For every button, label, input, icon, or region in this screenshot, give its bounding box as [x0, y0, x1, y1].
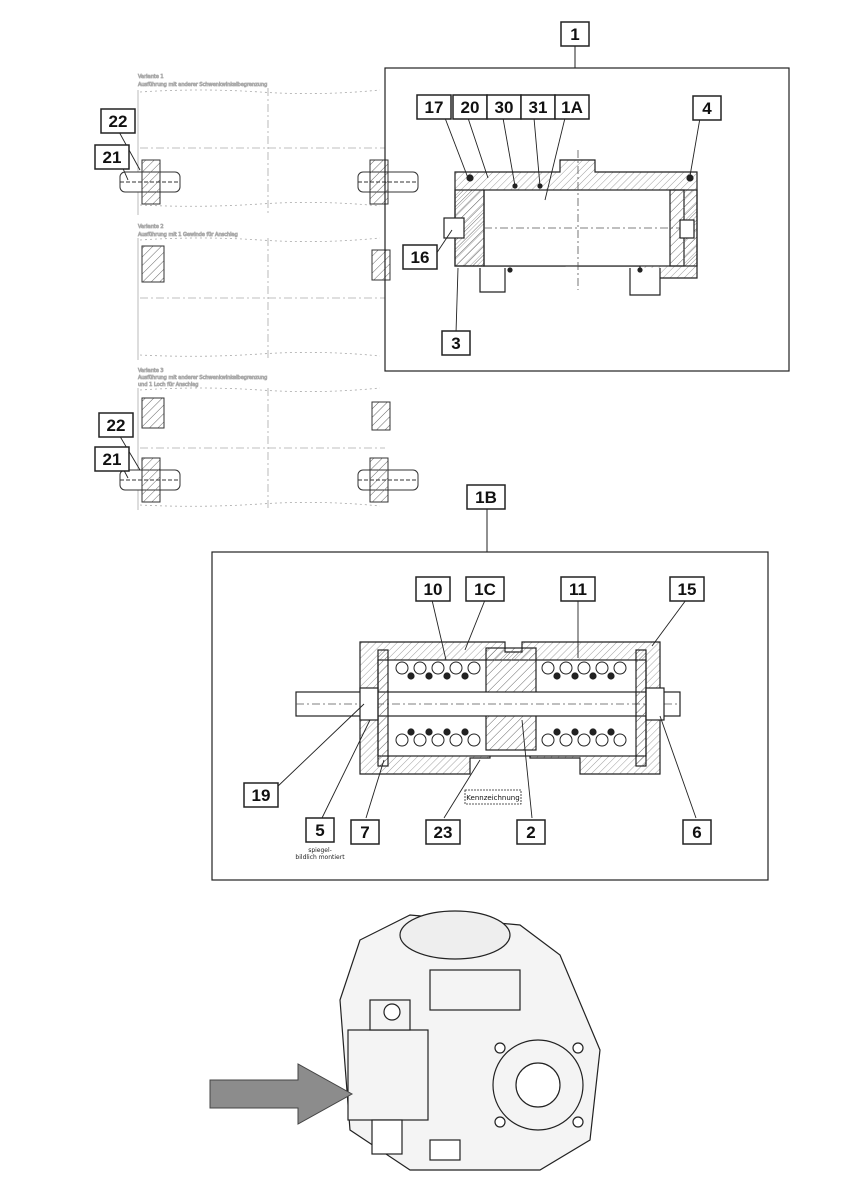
svg-text:21: 21 — [103, 450, 122, 469]
svg-text:7: 7 — [360, 823, 369, 842]
svg-text:1B: 1B — [475, 488, 497, 507]
svg-text:3: 3 — [451, 334, 460, 353]
svg-text:15: 15 — [678, 580, 697, 599]
callout-1b: 1B — [466, 484, 506, 510]
kennzeichnung-label: Kennzeichnung — [466, 794, 519, 802]
callout-17: 17 — [416, 94, 452, 120]
svg-text:21: 21 — [103, 148, 122, 167]
pump-illustration — [339, 910, 601, 1171]
variant-stop-pieces — [119, 159, 419, 503]
svg-text:10: 10 — [424, 580, 443, 599]
variant-1-note: Ausführung mit anderer Schwenkwinkelbegr… — [138, 82, 267, 88]
svg-text:17: 17 — [425, 98, 444, 117]
spring-cartridge-section — [295, 641, 681, 775]
svg-text:5: 5 — [315, 821, 324, 840]
pointer-arrow — [209, 1063, 354, 1125]
panel-1 — [384, 46, 790, 372]
svg-text:19: 19 — [252, 786, 271, 805]
callout-19: 19 — [243, 782, 279, 808]
callout-30: 30 — [486, 94, 522, 120]
svg-text:30: 30 — [495, 98, 514, 117]
svg-text:2: 2 — [526, 823, 535, 842]
panel-1b: Kennzeichnung spiegel- bildlich montiert — [211, 509, 769, 881]
callout-7: 7 — [350, 819, 380, 845]
callout-21-variant3: 21 — [94, 446, 130, 472]
variant-1-title: Variante 1 — [138, 74, 164, 80]
svg-text:4: 4 — [702, 99, 712, 118]
svg-text:1C: 1C — [474, 580, 496, 599]
callout-11: 11 — [560, 576, 596, 602]
callout-16: 16 — [402, 244, 438, 270]
svg-text:11: 11 — [569, 580, 587, 599]
callouts: 1 17 20 30 31 1A 4 16 3 22 21 22 21 1B 1… — [94, 21, 722, 845]
svg-text:22: 22 — [107, 416, 126, 435]
panel-1-frame — [384, 67, 790, 372]
callout-10: 10 — [415, 576, 451, 602]
panel-1b-frame — [211, 551, 769, 881]
svg-text:16: 16 — [411, 248, 430, 267]
callout-5: 5 — [305, 817, 335, 843]
svg-text:23: 23 — [434, 823, 453, 842]
callout-2: 2 — [516, 819, 546, 845]
variant-3-title: Variante 3 — [138, 368, 164, 374]
variant-sketches: Variante 1 Ausführung mit anderer Schwen… — [137, 74, 385, 510]
svg-text:1A: 1A — [561, 98, 583, 117]
variant-3-note-2: und 1 Loch für Anschlag — [138, 382, 198, 388]
svg-text:20: 20 — [461, 98, 480, 117]
callout-22-variant1: 22 — [100, 108, 136, 134]
svg-text:1: 1 — [570, 25, 579, 44]
svg-text:31: 31 — [529, 98, 548, 117]
callout-3: 3 — [441, 330, 471, 356]
callout-31: 31 — [520, 94, 556, 120]
callout-23: 23 — [425, 819, 461, 845]
callout-21-variant1: 21 — [94, 144, 130, 170]
callout-4: 4 — [692, 95, 722, 121]
variant-3-note: Ausführung mit anderer Schwenkwinkelbegr… — [138, 375, 267, 381]
mirror-note-line2: bildlich montiert — [295, 854, 345, 861]
svg-text:6: 6 — [692, 823, 701, 842]
callout-1a: 1A — [554, 94, 590, 120]
callout-1: 1 — [560, 21, 590, 47]
callout-6: 6 — [682, 819, 712, 845]
callout-20: 20 — [452, 94, 488, 120]
svg-text:22: 22 — [109, 112, 128, 131]
variant-2-title: Variante 2 — [138, 224, 164, 230]
variant-2-note: Ausführung mit 1 Gewinde für Anschlag — [138, 232, 238, 238]
housing-section — [443, 150, 698, 296]
callout-1c: 1C — [465, 576, 505, 602]
mirror-note-line1: spiegel- — [308, 847, 332, 854]
callout-22-variant3: 22 — [98, 412, 134, 438]
callout-15: 15 — [669, 576, 705, 602]
